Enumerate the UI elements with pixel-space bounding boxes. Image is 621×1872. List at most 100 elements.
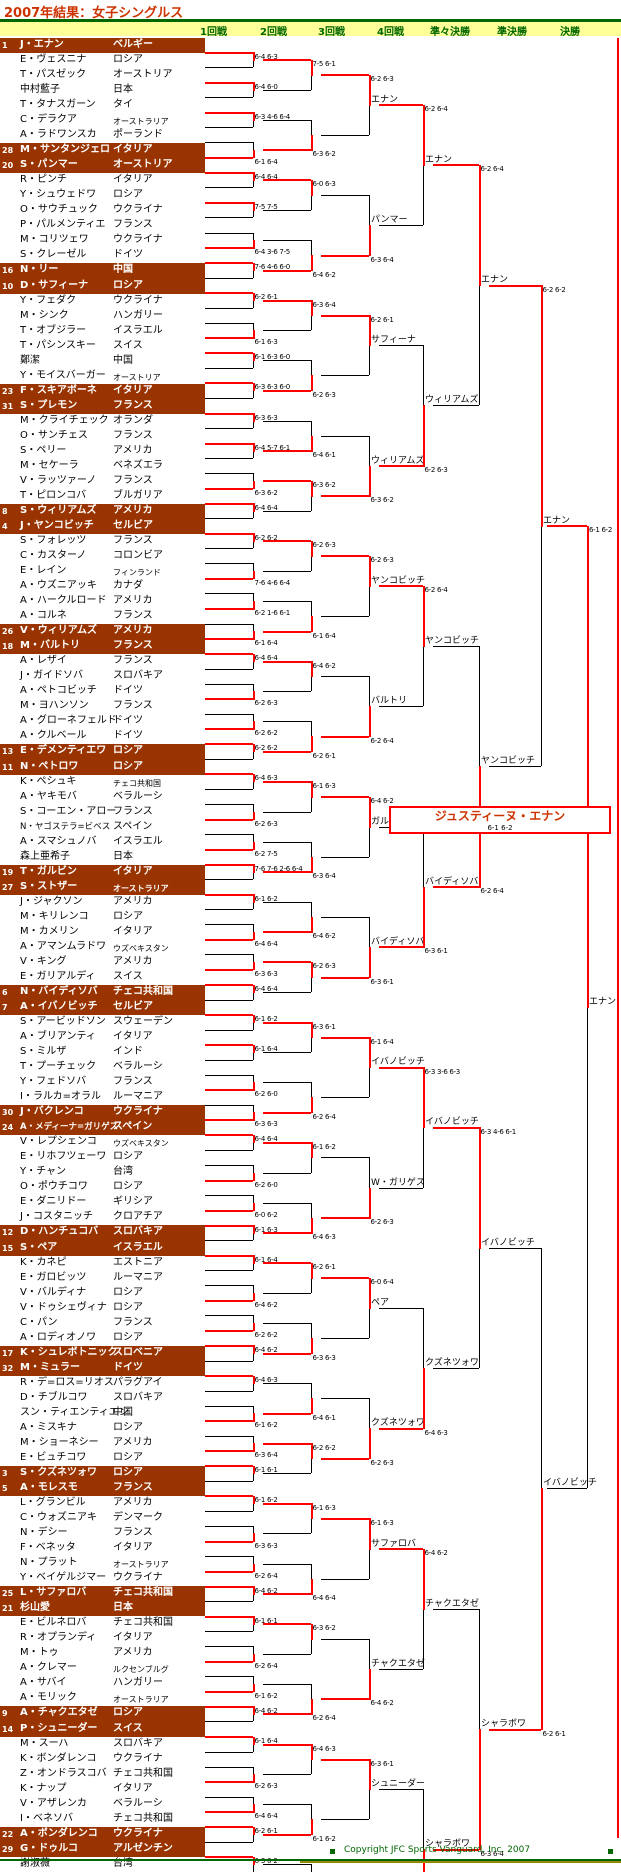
player-row: M・セケーラベネズエラ (0, 459, 205, 474)
match-score: 6-1 6-4 (254, 1737, 278, 1746)
player-country: ロシア (113, 189, 143, 201)
match-winner-name: シュニーダー (371, 1779, 426, 1790)
player-row: M・トゥアメリカ (0, 1646, 205, 1661)
player-name: Y・モイスバーガー (20, 369, 106, 381)
match-score: 6-4 6-2 (370, 797, 394, 806)
bracket-line-vertical-winner (310, 1398, 313, 1415)
match-winner-name: シャラボワ (425, 1839, 471, 1850)
bracket-line-vertical-winner (368, 1277, 371, 1309)
player-row: J・ジャクソンアメリカ (0, 895, 205, 910)
player-country: スイス (113, 1722, 143, 1734)
player-name: T・ガルビン (20, 865, 77, 877)
bracket-line-horizontal (205, 1495, 253, 1498)
bracket-line-horizontal (321, 1578, 369, 1580)
player-name: N・デシー (20, 1527, 68, 1539)
bracket-line-horizontal (205, 893, 253, 896)
match-score: 6-4 3-6 7-5 (254, 248, 291, 257)
match-score: 6-2 6-2 (254, 744, 278, 753)
player-row: S・フォレッツフランス (0, 534, 205, 549)
bracket-line-vertical-winner (252, 503, 255, 512)
bracket-line-vertical-winner (252, 1202, 255, 1212)
match-score: 6-4 6-0 (254, 82, 278, 91)
match-score: 6-2 6-3 (254, 699, 278, 708)
player-row: M・スーハスロバキア (0, 1737, 205, 1752)
player-name: V・バルディナ (20, 1286, 87, 1298)
bracket-line-horizontal (205, 1074, 253, 1076)
bracket-line-horizontal (205, 1465, 253, 1468)
player-country: オーストラリア (113, 1560, 169, 1570)
player-country: イタリア (113, 144, 153, 156)
bracket-line-horizontal (263, 119, 311, 121)
player-country: セルビア (113, 1001, 153, 1012)
player-row: M・コリツェワウクライナ (0, 233, 205, 248)
player-row: Z・オンドラスコバチェコ共和国 (0, 1767, 205, 1782)
bracket-line-horizontal (321, 735, 369, 738)
match-score: 6-3 6-2 (254, 488, 278, 497)
player-name: K・カネピ (20, 1256, 67, 1268)
player-seed: 1 (2, 41, 8, 50)
bracket-line-horizontal (321, 435, 369, 437)
bracket-line-horizontal (263, 1713, 311, 1716)
bracket-line-horizontal (205, 668, 253, 670)
player-name: N・ヤゴステラ=ビベス (20, 821, 111, 832)
bracket-line-horizontal (205, 1721, 253, 1723)
bracket-line-vertical (479, 646, 480, 887)
player-country: フィンランド (113, 568, 161, 578)
player-row: O・サウチュックウクライナ (0, 203, 205, 218)
match-score: 6-2 6-3 (370, 1458, 394, 1467)
bracket-line-horizontal (205, 1676, 253, 1678)
bracket-line-horizontal (205, 442, 253, 445)
match-score: 6-2 6-4 (312, 1714, 336, 1723)
bracket-line-vertical-winner (252, 1345, 255, 1354)
bracket-line-horizontal (205, 713, 253, 715)
bracket-line-horizontal (379, 1548, 423, 1551)
bracket-line-horizontal (205, 968, 253, 971)
player-name: N・ペトロワ (20, 760, 79, 772)
bracket-line-horizontal (321, 254, 369, 257)
player-row: 森上亜希子日本 (0, 850, 205, 865)
player-country: スロバキア (113, 1226, 163, 1238)
bracket-line-horizontal (263, 660, 311, 663)
player-name: C・デラクア (20, 114, 77, 126)
player-seed: 5 (2, 1484, 8, 1493)
bracket-line-vertical-winner (252, 1255, 255, 1264)
bracket-line-horizontal (263, 992, 311, 994)
bracket-line-horizontal (205, 247, 253, 250)
bracket-line-horizontal (263, 811, 311, 813)
bracket-line-horizontal (379, 1066, 423, 1069)
bracket-line-vertical (253, 1646, 254, 1662)
match-score: 6-4 6-4 (254, 1812, 278, 1821)
player-row: E・ヴェスニナロシア (0, 53, 205, 68)
bracket-line-horizontal (263, 1623, 311, 1626)
bracket-line-vertical (311, 841, 312, 872)
bracket-line-vertical-winner (252, 570, 255, 580)
bracket-line-horizontal (205, 608, 253, 611)
player-row: J・コスタニッチクロアチア (0, 1210, 205, 1225)
bracket-line-horizontal (205, 1736, 253, 1739)
player-name: 中村藍子 (20, 84, 60, 96)
match-winner-name: イバノビッチ (425, 1117, 479, 1128)
bracket-line-horizontal (205, 1690, 253, 1693)
player-name: Y・フェドソバ (20, 1076, 87, 1088)
match-score: 6-4 6-1 (312, 451, 336, 460)
bracket-line-vertical-winner (310, 255, 313, 272)
player-name: A・コルネ (20, 610, 67, 622)
bracket-line-vertical-winner (368, 225, 371, 257)
player-country: ロシア (113, 54, 143, 66)
player-country: チェコ共和国 (113, 985, 173, 997)
player-name: T・ピロンコバ (20, 489, 87, 501)
player-name: J・エナン (20, 39, 64, 50)
bracket-line-horizontal (205, 111, 253, 114)
player-row: S・アービッドソンスウェーデン (0, 1015, 205, 1030)
bracket-line-horizontal (263, 901, 311, 903)
bracket-line-horizontal (321, 134, 369, 136)
match-score: 6-2 6-4 (424, 586, 448, 595)
match-score: 6-2 6-1 (370, 315, 394, 324)
bracket-line-vertical-winner (422, 1067, 425, 1129)
match-score: 6-2 6-4 (370, 736, 394, 745)
